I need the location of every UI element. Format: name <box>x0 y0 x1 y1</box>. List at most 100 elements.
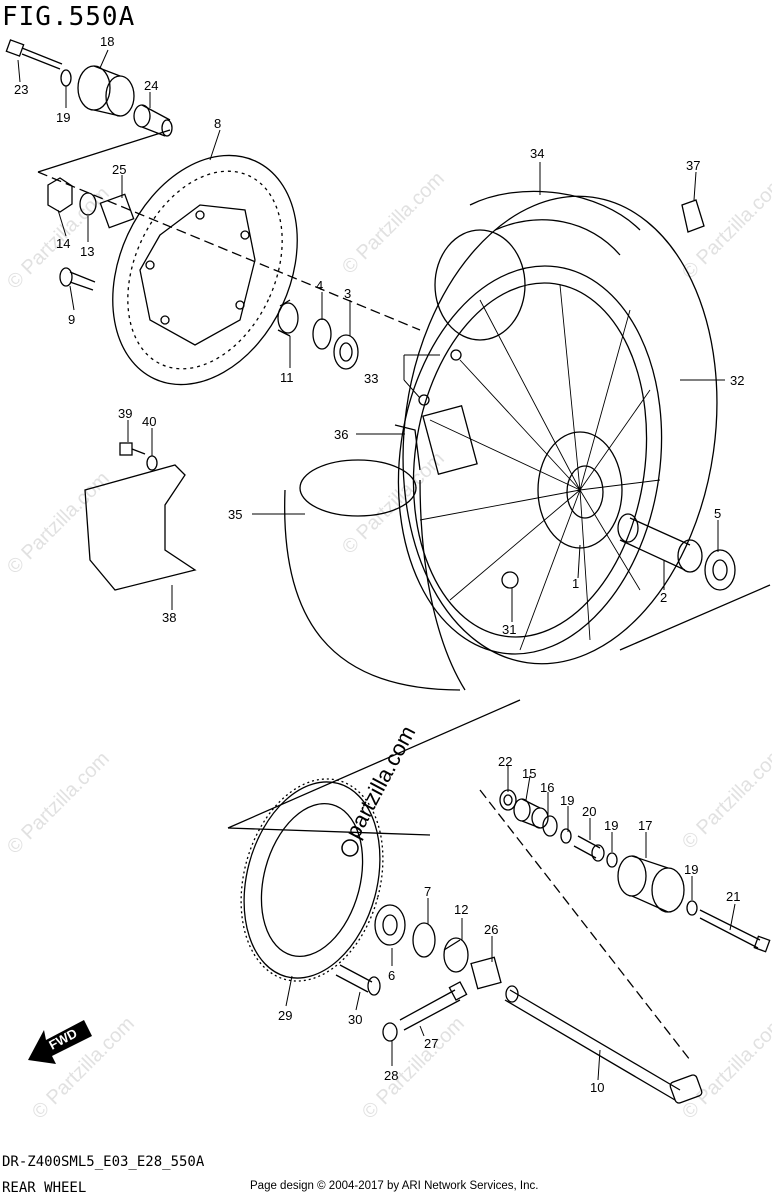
nut-22 <box>499 789 517 811</box>
figure-title: FIG.550A <box>2 2 136 32</box>
watermark: © Partzilla.com <box>338 448 449 559</box>
callout-24: 24 <box>144 78 158 93</box>
callout-10: 10 <box>590 1080 604 1095</box>
center-watermark-logo <box>341 839 359 857</box>
callout-34: 34 <box>530 146 544 161</box>
watermark: © Partzilla.com <box>3 748 114 859</box>
washer-40 <box>146 455 158 471</box>
callout-22: 22 <box>498 754 512 769</box>
axle-line-right <box>619 584 771 651</box>
callout-12: 12 <box>454 902 468 917</box>
callout-16: 16 <box>540 780 554 795</box>
callout-1: 1 <box>572 576 579 591</box>
callout-35: 35 <box>228 507 242 522</box>
callout-3: 3 <box>344 286 351 301</box>
washer-19b <box>560 828 572 844</box>
watermark: © Partzilla.com <box>678 1013 772 1124</box>
bolt-39 <box>119 442 146 456</box>
watermark: © Partzilla.com <box>338 168 449 279</box>
seal-4 <box>312 318 332 350</box>
callout-11: 11 <box>280 370 294 385</box>
plate-25 <box>99 193 135 229</box>
washer-19d <box>686 900 698 916</box>
callout-6: 6 <box>388 968 395 983</box>
disc-guard-38 <box>84 464 197 591</box>
nut-28 <box>382 1022 398 1042</box>
callout-19-top: 19 <box>56 110 70 125</box>
spoke-nipple-31 <box>501 571 519 589</box>
watermark: © Partzilla.com <box>678 173 772 284</box>
sprocket-29 <box>240 778 384 982</box>
callout-17: 17 <box>638 818 652 833</box>
callout-29: 29 <box>278 1008 292 1023</box>
axle-10 <box>504 985 703 1104</box>
callout-9: 9 <box>68 312 75 327</box>
bolt-30 <box>335 964 381 996</box>
collar-16 <box>542 815 558 837</box>
callout-28: 28 <box>384 1068 398 1083</box>
spacer-17 <box>617 855 685 913</box>
callout-21: 21 <box>726 889 740 904</box>
nut-14 <box>47 177 73 213</box>
callout-4: 4 <box>316 278 323 293</box>
washer-19 <box>60 69 72 87</box>
callout-40: 40 <box>142 414 156 429</box>
watermark: © Partzilla.com <box>678 743 772 854</box>
callout-13: 13 <box>80 244 94 259</box>
bolt-27 <box>399 981 468 1031</box>
callout-19-far: 19 <box>684 862 698 877</box>
callout-37: 37 <box>686 158 700 173</box>
spokes <box>419 284 661 651</box>
spacer-15 <box>513 798 549 829</box>
leader-lines <box>17 49 736 1081</box>
rim-band-36 <box>394 424 421 471</box>
bolt-21 <box>699 909 771 953</box>
nipple-33a <box>450 349 462 361</box>
callout-25: 25 <box>112 162 126 177</box>
bolt-23 <box>5 39 63 70</box>
center-watermark: partzilla.com <box>340 722 420 843</box>
callout-7: 7 <box>424 884 431 899</box>
copyright-text: Page design © 2004-2017 by ARI Network S… <box>250 1180 539 1192</box>
callout-27: 27 <box>424 1036 438 1051</box>
watermark: © Partzilla.com <box>3 468 114 579</box>
callout-18: 18 <box>100 34 114 49</box>
callout-38: 38 <box>162 610 176 625</box>
bearing-6 <box>374 904 406 946</box>
spacer-20 <box>573 835 605 862</box>
callout-15: 15 <box>522 766 536 781</box>
spacer-2 <box>617 513 703 573</box>
watermark: © Partzilla.com <box>358 1013 469 1124</box>
callout-33: 33 <box>364 371 378 386</box>
callout-labels: 23 19 18 24 8 25 14 13 9 11 4 3 34 37 32… <box>14 34 744 1095</box>
tire-34 <box>402 190 718 665</box>
plate-26 <box>470 956 502 990</box>
model-code: DR-Z400SML5_E03_E28_550A <box>2 1154 205 1170</box>
callout-36: 36 <box>334 427 348 442</box>
spacer-12 <box>443 937 469 973</box>
nipple-33b <box>418 394 430 406</box>
washer-13 <box>79 192 97 216</box>
callout-2: 2 <box>660 590 667 605</box>
callout-23: 23 <box>14 82 28 97</box>
collar-24 <box>133 104 173 137</box>
callout-20: 20 <box>582 804 596 819</box>
callout-32: 32 <box>730 373 744 388</box>
callout-8: 8 <box>214 116 221 131</box>
valve-cap-37 <box>681 199 705 233</box>
callout-5: 5 <box>714 506 721 521</box>
bolt-9 <box>59 267 96 291</box>
callout-14: 14 <box>56 236 70 251</box>
seal-7 <box>412 922 436 958</box>
callout-26: 26 <box>484 922 498 937</box>
spacer-18 <box>77 65 135 117</box>
spacer-11 <box>277 299 299 337</box>
callout-30: 30 <box>348 1012 362 1027</box>
bearing-3 <box>333 334 359 370</box>
callout-31: 31 <box>502 622 516 637</box>
axle-line-dashed-right <box>479 789 691 1061</box>
bearing-5 <box>704 549 736 591</box>
section-name: REAR WHEEL <box>2 1180 87 1196</box>
axle-line-top <box>37 129 171 173</box>
